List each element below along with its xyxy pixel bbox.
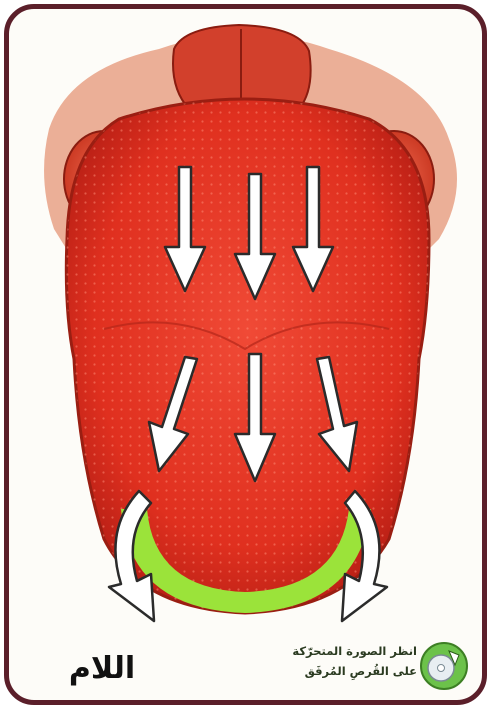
tongue-illustration <box>9 9 482 700</box>
cd-note-line2: على القُرصِ المُرفَق <box>267 661 417 681</box>
cd-note: انظر الصورة المتحرّكة على القُرصِ المُرف… <box>267 641 417 697</box>
down-arrow-icon <box>165 167 333 299</box>
letter-name: اللام <box>47 645 157 693</box>
cd-note-line1: انظر الصورة المتحرّكة <box>267 641 417 661</box>
cd-disc-icon[interactable] <box>419 641 469 691</box>
flash-card: اللام انظر الصورة المتحرّكة على القُرصِ … <box>4 4 487 705</box>
